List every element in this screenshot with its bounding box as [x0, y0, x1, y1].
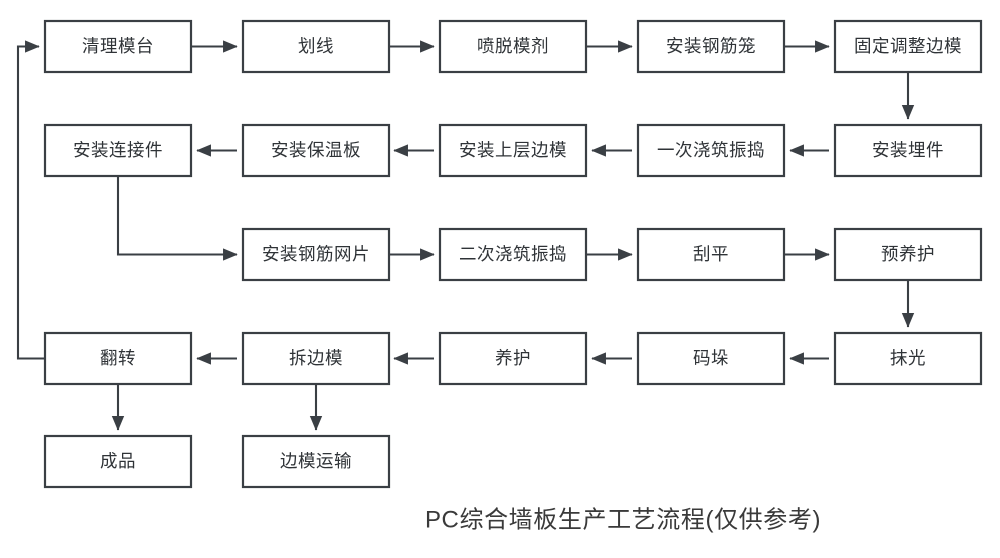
node-box[interactable]: [241, 331, 391, 386]
node-label: 一次浇筑振捣: [657, 140, 765, 160]
process-node[interactable]: 刮平: [636, 227, 786, 282]
node-box[interactable]: [241, 434, 391, 489]
node-box[interactable]: [833, 123, 983, 178]
node-label: 抹光: [890, 348, 926, 368]
process-node[interactable]: 二次浇筑振捣: [438, 227, 588, 282]
node-label: 喷脱模剂: [477, 36, 549, 56]
node-box[interactable]: [241, 123, 391, 178]
node-box[interactable]: [241, 19, 391, 74]
process-node[interactable]: 喷脱模剂: [438, 19, 588, 74]
connector-layer: [16, 40, 915, 431]
process-node[interactable]: 预养护: [833, 227, 983, 282]
node-box[interactable]: [636, 123, 786, 178]
node-label: 清理模台: [82, 36, 154, 56]
node-box[interactable]: [438, 123, 588, 178]
node-label: 成品: [100, 451, 136, 471]
node-label: 安装上层边模: [459, 140, 567, 160]
node-box[interactable]: [636, 227, 786, 282]
process-node[interactable]: 安装上层边模: [438, 123, 588, 178]
process-node[interactable]: 养护: [438, 331, 588, 386]
node-label: 边模运输: [280, 451, 352, 471]
process-node[interactable]: 码垛: [636, 331, 786, 386]
node-box[interactable]: [43, 331, 193, 386]
node-box[interactable]: [43, 434, 193, 489]
diagram-title: PC综合墙板生产工艺流程(仅供参考): [425, 506, 821, 533]
node-label: 翻转: [100, 348, 136, 368]
node-box[interactable]: [43, 123, 193, 178]
node-box[interactable]: [833, 19, 983, 74]
node-box[interactable]: [636, 19, 786, 74]
connector-n19-to-n1: [16, 40, 45, 360]
process-node[interactable]: 边模运输: [241, 434, 391, 489]
process-node[interactable]: 翻转: [43, 331, 193, 386]
node-label: 安装连接件: [73, 140, 163, 160]
connector-n10-to-n11: [116, 176, 238, 261]
process-node[interactable]: 安装埋件: [833, 123, 983, 178]
process-node[interactable]: 安装保温板: [241, 123, 391, 178]
node-box[interactable]: [438, 227, 588, 282]
process-node[interactable]: 抹光: [833, 331, 983, 386]
process-node[interactable]: 成品: [43, 434, 193, 489]
node-box[interactable]: [241, 227, 391, 282]
node-label: 安装钢筋网片: [262, 244, 370, 264]
node-label: 安装钢筋笼: [666, 36, 756, 56]
node-label: 固定调整边模: [854, 36, 962, 56]
node-label: 刮平: [693, 244, 729, 264]
node-label: 预养护: [881, 244, 935, 264]
node-label: 码垛: [693, 348, 729, 368]
node-box[interactable]: [438, 19, 588, 74]
process-node[interactable]: 一次浇筑振捣: [636, 123, 786, 178]
node-label: 拆边模: [289, 348, 343, 368]
process-node[interactable]: 安装连接件: [43, 123, 193, 178]
process-node[interactable]: 清理模台: [43, 19, 193, 74]
process-node[interactable]: 拆边模: [241, 331, 391, 386]
node-box[interactable]: [833, 227, 983, 282]
node-box[interactable]: [438, 331, 588, 386]
node-label: 安装埋件: [872, 140, 944, 160]
node-label: 划线: [298, 36, 334, 56]
node-label: 安装保温板: [271, 140, 361, 160]
process-node[interactable]: 安装钢筋网片: [241, 227, 391, 282]
process-node[interactable]: 固定调整边模: [833, 19, 983, 74]
process-node[interactable]: 安装钢筋笼: [636, 19, 786, 74]
node-box[interactable]: [636, 331, 786, 386]
node-label: 二次浇筑振捣: [459, 244, 567, 264]
node-box[interactable]: [43, 19, 193, 74]
node-label: 养护: [495, 348, 531, 368]
node-box[interactable]: [833, 331, 983, 386]
process-node[interactable]: 划线: [241, 19, 391, 74]
